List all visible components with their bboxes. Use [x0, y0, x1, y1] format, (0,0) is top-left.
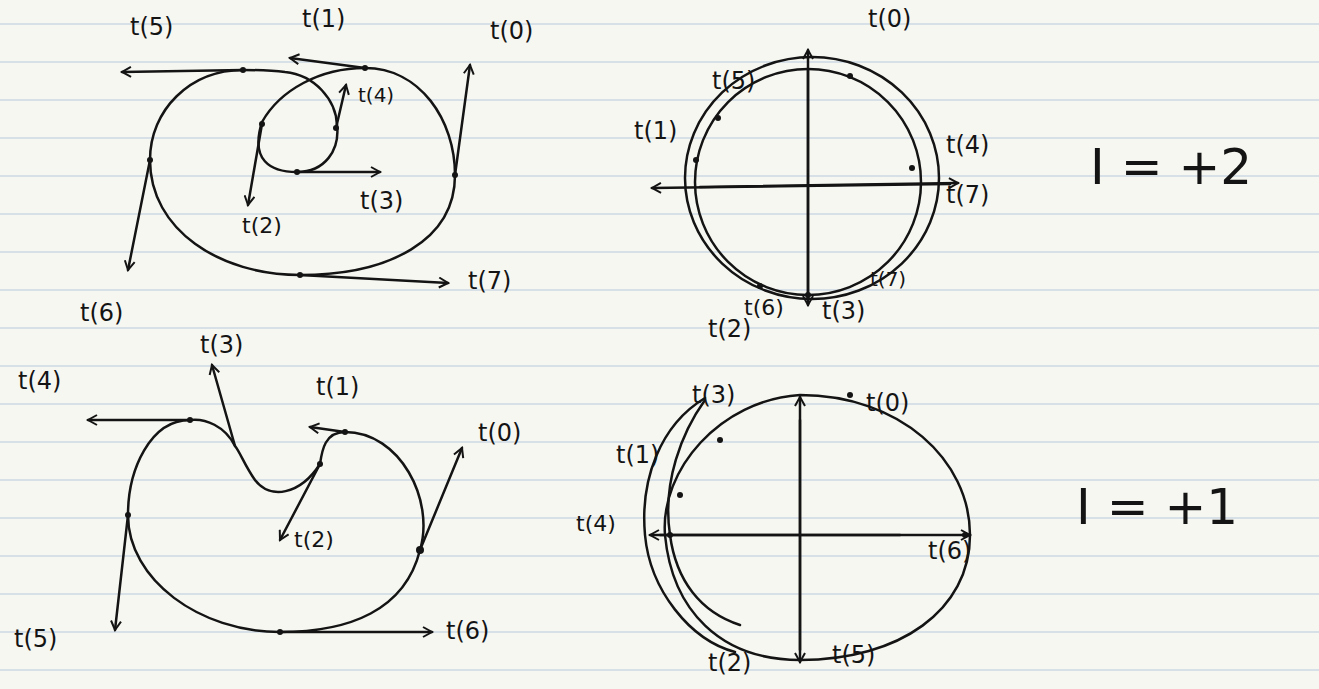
- tangent-label: t(2): [240, 214, 284, 238]
- notebook-rule: [0, 24, 1319, 670]
- index-value: I = +1: [1074, 480, 1240, 535]
- plane-curve: [150, 68, 455, 275]
- tangent-label: t(0): [488, 18, 535, 44]
- tangent-label: t(1): [300, 6, 347, 32]
- tangent-label: t(6): [78, 300, 125, 326]
- tangent-label: t(3): [358, 188, 405, 214]
- tangent-label: t(7): [868, 268, 908, 290]
- tangent-label: t(3): [690, 382, 737, 408]
- tangent-label: t(7): [466, 268, 513, 294]
- tangent-label: t(1): [614, 442, 661, 468]
- tangent-vectors: [88, 365, 462, 632]
- tangent-vectors: [122, 58, 470, 283]
- tangent-label: t(4): [574, 512, 618, 536]
- tangent-label: t(2): [706, 650, 753, 676]
- tangent-label: t(4): [356, 84, 396, 106]
- tangent-label: t(1): [314, 374, 361, 400]
- tangent-label: t(4): [944, 132, 991, 158]
- tangent-label: t(2): [706, 316, 753, 342]
- tangent-label: t(5): [710, 68, 757, 94]
- tangent-label: t(6): [926, 538, 973, 564]
- index-value: I = +2: [1088, 140, 1254, 195]
- tangent-label: t(0): [866, 6, 913, 32]
- tangent-label: t(2): [292, 528, 336, 552]
- tangent-label: t(0): [864, 390, 911, 416]
- point-dots: [125, 65, 968, 635]
- tangent-label: t(4): [16, 368, 63, 394]
- tangent-label: t(6): [444, 618, 491, 644]
- tangent-label: t(3): [198, 332, 245, 358]
- plane-curve: [128, 420, 423, 632]
- tangent-label: t(0): [476, 420, 523, 446]
- tangent-label: t(5): [12, 626, 59, 652]
- tangent-label: t(1): [632, 118, 679, 144]
- tangent-label: t(5): [830, 642, 877, 668]
- tangent-label: t(3): [820, 298, 867, 324]
- tangent-indicatrix: [652, 50, 958, 305]
- tangent-label: t(7): [944, 182, 991, 208]
- tangent-label: t(5): [128, 14, 175, 40]
- tangent-indicatrix: [644, 395, 970, 662]
